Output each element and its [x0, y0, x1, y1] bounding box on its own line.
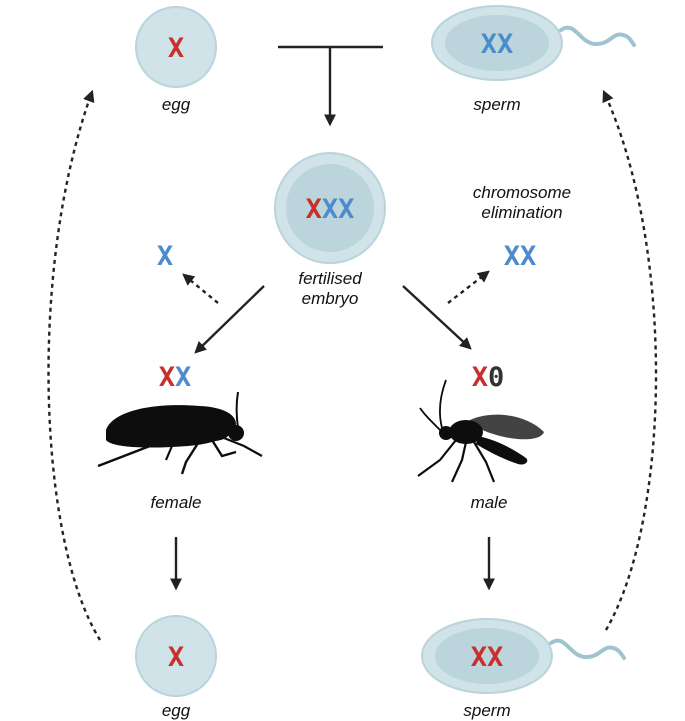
female: XX female	[97, 362, 263, 591]
top-egg-chromosomes: X	[168, 33, 184, 64]
sperm-nucleus	[435, 628, 539, 684]
embryo-nucleus	[286, 164, 374, 252]
top-egg: X egg	[135, 6, 217, 114]
maternal-x: X	[487, 642, 503, 673]
bottom-sperm-label: sperm	[463, 701, 510, 720]
sperm-nucleus	[445, 15, 549, 71]
bottom-sperm-chromosomes: XX	[471, 642, 504, 673]
embryo-label-line1: fertilised	[298, 269, 362, 288]
bottom-egg: X egg	[135, 615, 217, 720]
paternal-x: X	[497, 29, 513, 60]
embryo-chromosomes: XXX	[306, 194, 355, 225]
male-karyotype: X0	[472, 362, 505, 393]
paternal-x: X	[338, 194, 354, 225]
paternal-x: X	[157, 241, 173, 272]
develop-female-arrow	[194, 285, 265, 354]
female-label: female	[150, 493, 201, 512]
fly-female-icon	[97, 391, 263, 475]
elimination-arrow-right	[447, 270, 490, 304]
top-sperm: XX sperm	[431, 5, 636, 114]
male-label: male	[471, 493, 508, 512]
paternal-x: X	[504, 241, 520, 272]
elimination-label-line2: elimination	[481, 203, 562, 222]
egg-cycle-arrow	[47, 89, 102, 641]
bottom-egg-label: egg	[162, 701, 191, 720]
bottom-egg-chromosomes: X	[168, 642, 184, 673]
female-karyotype: XX	[159, 362, 192, 393]
bottom-sperm: XX sperm	[421, 618, 626, 720]
maternal-x: X	[168, 33, 184, 64]
eliminated-chromosomes-female: X	[157, 241, 173, 272]
paternal-x: X	[481, 29, 497, 60]
fertilisation-connector	[278, 45, 383, 127]
develop-male-arrow	[402, 285, 472, 350]
top-egg-label: egg	[162, 95, 191, 114]
maternal-x: X	[472, 362, 488, 393]
null-chromosome: 0	[488, 362, 504, 393]
embryo-label-line2: embryo	[302, 289, 359, 308]
egg-cell-icon	[135, 6, 217, 88]
elimination-arrow-left	[182, 273, 219, 304]
top-sperm-chromosomes: XX	[481, 29, 514, 60]
elimination-label-line1: chromosome	[473, 183, 571, 202]
maternal-x: X	[471, 642, 487, 673]
top-sperm-label: sperm	[473, 95, 520, 114]
sperm-tail-icon	[559, 25, 636, 47]
chromosome-elimination: chromosome elimination XX X	[157, 183, 571, 304]
eliminated-chromosomes-male: XX	[504, 241, 537, 272]
male: X0 male	[417, 362, 544, 591]
paternal-x: X	[322, 194, 338, 225]
paternal-x: X	[520, 241, 536, 272]
fly-male-icon	[417, 379, 544, 483]
egg-cell-icon	[135, 615, 217, 697]
sperm-cycle-arrow	[602, 89, 658, 631]
maternal-x: X	[168, 642, 184, 673]
maternal-x: X	[306, 194, 322, 225]
embryo: XXX fertilised embryo	[274, 152, 386, 308]
sperm-tail-icon	[549, 638, 626, 660]
paternal-x: X	[175, 362, 191, 393]
maternal-x: X	[159, 362, 175, 393]
